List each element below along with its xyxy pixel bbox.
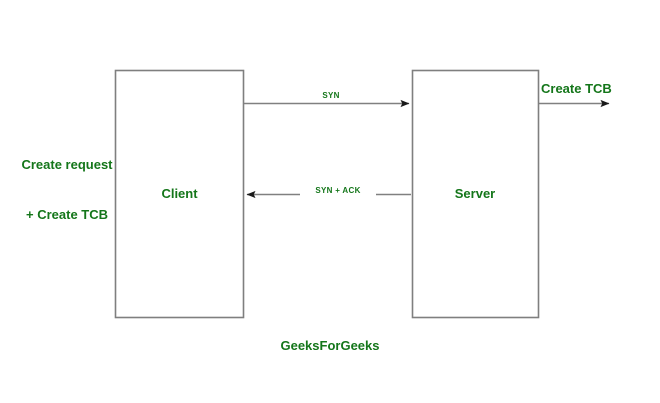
node-label-server: Server: [454, 186, 496, 201]
node-box-client: [114, 69, 245, 319]
node-label-client: Client: [161, 186, 198, 201]
diagram-caption: GeeksForGeeks: [280, 338, 380, 353]
annotation-create-tcb: Create TCB: [541, 81, 612, 96]
annotation-line-2: + Create TCB: [26, 207, 108, 223]
annotation-create-request-tcb: Create request + Create TCB: [8, 124, 126, 257]
arrow-label-syn-ack: SYN + ACK: [300, 186, 376, 197]
annotation-line-1: Create request: [21, 157, 113, 173]
node-box-server: [411, 69, 540, 319]
arrow-label-syn: SYN: [300, 91, 362, 102]
